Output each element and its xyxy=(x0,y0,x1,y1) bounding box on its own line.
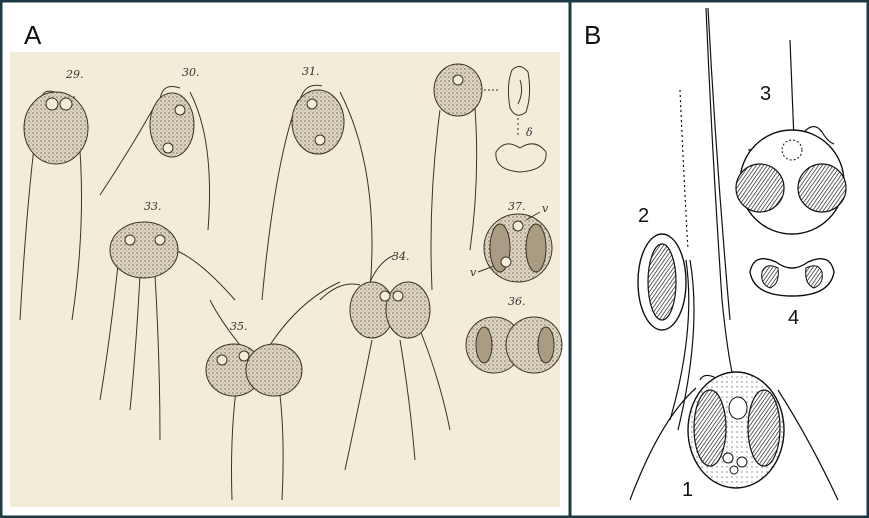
label-2: 2 xyxy=(638,205,649,227)
fig-label-33: 33. xyxy=(144,200,162,213)
cell-33: 33. xyxy=(99,200,236,441)
panel-b-letter: B xyxy=(584,20,601,50)
fig-label-v2: v xyxy=(470,266,477,279)
label-1: 1 xyxy=(682,479,693,501)
cell-29: 29. xyxy=(19,68,89,321)
cell-2: 2 xyxy=(637,89,695,431)
cell-30: 30. xyxy=(99,66,210,231)
panel-a-paper xyxy=(10,52,560,507)
label-3: 3 xyxy=(760,83,771,105)
cell-31: 31. xyxy=(261,65,373,301)
cell-4: 4 xyxy=(749,258,835,329)
cell-34: 34. xyxy=(319,250,451,471)
fig-label-delta: δ xyxy=(526,126,533,139)
fig-label-30: 30. xyxy=(182,66,200,79)
fig-label-29: 29. xyxy=(65,68,84,81)
fig-label-36: 36. xyxy=(508,295,526,308)
cell-32: δ xyxy=(430,63,547,291)
label-4: 4 xyxy=(788,307,799,329)
cell-1: 1 xyxy=(682,371,785,501)
panel-a-letter: A xyxy=(24,20,42,50)
cell-37: 37. v v xyxy=(470,200,553,283)
cell-36: 36. xyxy=(465,295,563,374)
fig-label-35: 35. xyxy=(230,320,248,333)
panel-a: A 29. 30. 31. xyxy=(10,20,563,507)
cell-3: 3 xyxy=(735,39,847,235)
panel-b: B 1 2 xyxy=(584,7,847,501)
fig-label-37: 37. xyxy=(508,200,526,213)
fig-label-v1: v xyxy=(542,202,549,215)
cell-35: 35. xyxy=(205,281,341,501)
fig-label-34: 34. xyxy=(392,250,410,263)
fig-label-31: 31. xyxy=(302,65,320,78)
cell-1-flagella xyxy=(629,7,839,501)
